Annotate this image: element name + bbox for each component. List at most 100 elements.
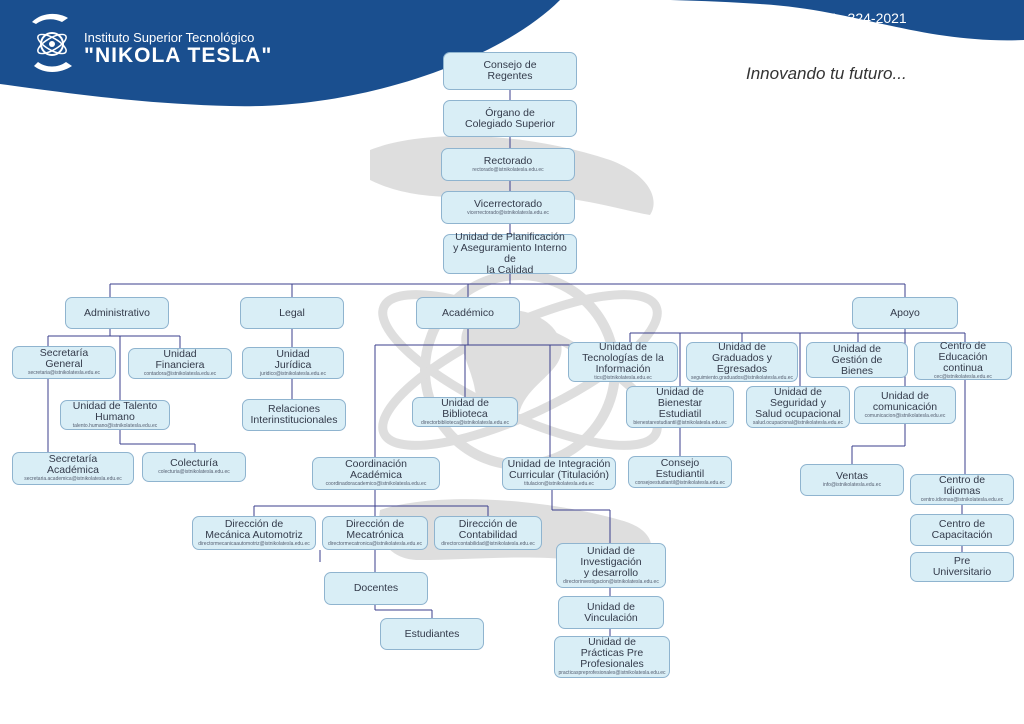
node-title: Dirección de Mecatrónica — [345, 517, 405, 541]
node-administrativo: Administrativo — [65, 297, 169, 329]
node-email: juridico@istnikolatesla.edu.ec — [260, 370, 326, 377]
node-email: directormecatronica@istnikolatesla.edu.e… — [327, 540, 422, 547]
node-educacion-continua: Centro de Educación continua cec@istniko… — [914, 340, 1012, 380]
node-title: Académico — [442, 306, 494, 319]
node-title: Centro de Educación continua — [938, 340, 988, 374]
node-email: seguimiento.graduados@istnikolatesla.edu… — [690, 375, 794, 381]
node-seguridad-salud: Unidad de Seguridad y Salud ocupacional … — [746, 386, 850, 428]
node-title: Unidad de Biblioteca — [441, 396, 489, 420]
node-relaciones-interinstitucionales: Relaciones Interinstitucionales — [242, 399, 346, 431]
node-pre-universitario: Pre Universitario — [910, 552, 1014, 582]
node-comunicacion: Unidad de comunicación comunicacion@istn… — [854, 386, 956, 424]
node-title: Pre Universitario — [932, 555, 992, 578]
node-legal: Legal — [240, 297, 344, 329]
node-unidad-juridica: Unidad Jurídica juridico@istnikolatesla.… — [242, 347, 344, 379]
resolution-line: Resolución RPC-SO-12-No.324-2021 — [673, 10, 907, 26]
node-practicas: Unidad de Prácticas Pre Profesionales pr… — [554, 636, 670, 678]
node-title: Relaciones Interinstitucionales — [250, 403, 338, 426]
node-vicerrectorado: Vicerrectorado vicerrectorado@istnikolat… — [441, 191, 575, 224]
node-secretaria-academica: Secretaría Académica secretaria.academic… — [12, 452, 134, 485]
node-title: Centro de Idiomas — [938, 474, 986, 497]
node-email: practicaspreprofesionales@istnikolatesla… — [558, 670, 666, 676]
node-email: vicerrectorado@istnikolatesla.edu.ec — [467, 209, 549, 216]
node-email: coordinadoracademico@istnikolatesla.edu.… — [325, 481, 427, 487]
node-email: consejoestudiantil@istnikolatesla.edu.ec — [635, 479, 725, 486]
node-organo-colegiado: Órgano de Colegiado Superior — [443, 100, 577, 137]
node-consejo-estudiantil: Consejo Estudiantil consejoestudiantil@i… — [628, 456, 732, 488]
logo-icon — [32, 13, 72, 72]
node-secretaria-general: Secretaría General secretaria@istnikolat… — [12, 346, 116, 379]
node-mecanica-automotriz: Dirección de Mecánica Automotriz directo… — [192, 516, 316, 550]
node-gestion-bienes: Unidad de Gestión de Bienes — [806, 342, 908, 378]
tagline: Innovando tu futuro... — [746, 64, 907, 83]
node-title: Unidad de comunicación — [872, 389, 938, 413]
node-title: Dirección de Mecánica Automotriz — [205, 517, 303, 541]
node-title: Consejo de Regentes — [483, 59, 537, 82]
node-title: Administrativo — [84, 306, 150, 319]
node-email: directorcontabilidad@istnikolatesla.edu.… — [441, 540, 535, 547]
node-biblioteca: Unidad de Biblioteca directorbiblioteca@… — [412, 397, 518, 427]
node-rectorado: Rectorado rectorado@istnikolatesla.edu.e… — [441, 148, 575, 181]
node-centro-capacitacion: Centro de Capacitación — [910, 514, 1014, 546]
node-email: directorinvestigacion@istnikolatesla.edu… — [563, 578, 659, 585]
node-consejo-de-regentes: Consejo de Regentes — [443, 52, 577, 90]
node-unidad-financiera: Unidad Financiera contadora@istnikolates… — [128, 348, 232, 379]
node-planificacion: Unidad de Planificación y Aseguramiento … — [443, 232, 577, 276]
node-title: Unidad de Graduados y Egresados — [711, 341, 773, 375]
node-email: comunicacion@istnikolatesla.edu.ec — [864, 412, 946, 419]
node-title: Rectorado — [483, 154, 533, 167]
node-title: Secretaría General — [39, 347, 89, 370]
node-title: Unidad de Vinculación — [584, 600, 638, 624]
node-colecturia: Colecturía colecturia@istnikolatesla.edu… — [142, 452, 246, 482]
node-title: Dirección de Contabilidad — [458, 517, 518, 541]
header-banner — [0, 0, 1024, 107]
node-vinculacion: Unidad de Vinculación — [558, 596, 664, 629]
node-email: talento.humano@istnikolatesla.edu.ec — [72, 422, 158, 429]
node-title: Unidad de Bienestar Estudiatil — [656, 386, 704, 420]
node-talento-humano: Unidad de Talento Humano talento.humano@… — [60, 400, 170, 430]
node-email: tics@istnikolatesla.edu.ec — [594, 375, 652, 381]
resolution-text: Resolución RPC-SO-12-No.324-2021 Cayambe… — [650, 10, 930, 44]
node-title: Coordinación Académica — [345, 458, 407, 481]
node-mecatronica: Dirección de Mecatrónica directormecatro… — [322, 516, 428, 550]
node-email: directormecanicaautomotriz@istnikolatesl… — [198, 540, 310, 547]
node-title: Unidad Jurídica — [274, 347, 312, 371]
node-title: Unidad de Tecnologías de la Información — [582, 341, 664, 375]
logo-institute-name: Instituto Superior Tecnológico — [84, 30, 255, 45]
node-email: titulacion@istnikolatesla.edu.ec — [524, 481, 594, 487]
node-email: directorbiblioteca@istnikolatesla.edu.ec — [421, 419, 509, 426]
node-centro-idiomas: Centro de Idiomas centro.idiomas@istniko… — [910, 474, 1014, 505]
node-bienestar-estudiantil: Unidad de Bienestar Estudiatil bienestar… — [626, 386, 734, 428]
location-line: Cayambe - Ecuador — [727, 27, 853, 43]
node-docentes: Docentes — [324, 572, 428, 605]
node-contabilidad: Dirección de Contabilidad directorcontab… — [434, 516, 542, 550]
node-title: Apoyo — [890, 306, 920, 319]
node-ventas: Ventas info@istnikolatesla.edu.ec — [800, 464, 904, 496]
node-title: Unidad de Investigación y desarrollo — [580, 544, 642, 579]
node-email: colecturia@istnikolatesla.edu.ec — [158, 469, 230, 475]
node-email: info@istnikolatesla.edu.ec — [822, 482, 882, 488]
node-title: Unidad Financiera — [155, 348, 205, 371]
node-email: rectorado@istnikolatesla.edu.ec — [472, 166, 544, 173]
node-title: Consejo Estudiantil — [655, 456, 705, 480]
node-title: Unidad de Talento Humano — [72, 399, 158, 423]
node-tecnologias: Unidad de Tecnologías de la Información … — [568, 342, 678, 382]
node-title: Unidad de Seguridad y Salud ocupacional — [755, 386, 841, 420]
node-email: contadora@istnikolatesla.edu.ec — [143, 371, 217, 377]
node-title: Docentes — [353, 582, 399, 594]
node-email: secretaria.academica@istnikolatesla.edu.… — [24, 476, 122, 482]
node-email: salud.ocupacional@istnikolatesla.edu.ec — [752, 420, 844, 426]
node-graduados: Unidad de Graduados y Egresados seguimie… — [686, 342, 798, 382]
node-apoyo: Apoyo — [852, 297, 958, 329]
node-title: Vicerrectorado — [473, 197, 543, 210]
node-email: centro.idiomas@istnikolatesla.edu.ec — [920, 497, 1004, 503]
node-email: bienestarestudiantil@istnikolatesla.edu.… — [633, 420, 727, 426]
node-title: Ventas — [835, 470, 869, 482]
node-title: Unidad de Prácticas Pre Profesionales — [580, 636, 644, 670]
node-title: Estudiantes — [404, 627, 460, 640]
node-title: Secretaría Académica — [47, 453, 99, 476]
node-email: secretaria@istnikolatesla.edu.ec — [27, 370, 101, 376]
node-email: cec@istnikolatesla.edu.ec — [934, 374, 992, 380]
node-title: Órgano de Colegiado Superior — [465, 106, 555, 130]
